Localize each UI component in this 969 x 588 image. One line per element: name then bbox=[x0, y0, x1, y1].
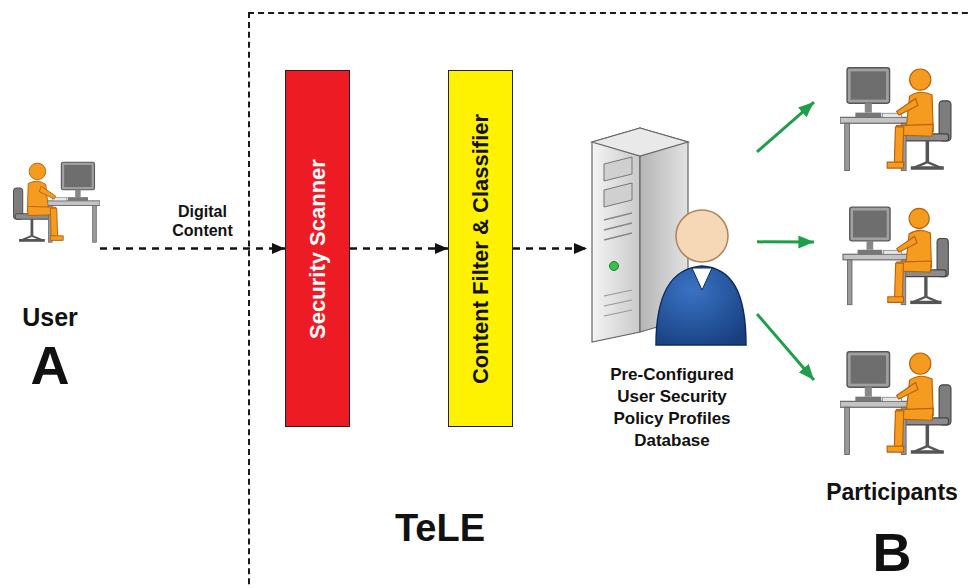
participant-figures bbox=[840, 352, 951, 455]
server-icon bbox=[604, 183, 632, 207]
user-a-figure bbox=[14, 162, 100, 242]
participant-figures bbox=[843, 207, 948, 304]
edge-label: Digital Content bbox=[161, 202, 245, 240]
participant-figures bbox=[843, 207, 948, 304]
participant-figures bbox=[840, 352, 951, 455]
database-label: Pre-Configured User Security Policy Prof… bbox=[597, 364, 747, 452]
server-icon bbox=[604, 223, 632, 230]
server-icon bbox=[592, 128, 746, 345]
server-icon bbox=[604, 310, 632, 316]
delivery-arrow bbox=[757, 314, 814, 380]
delivery-arrow bbox=[757, 102, 814, 152]
flow-arrow bbox=[513, 247, 587, 250]
user-a-figure bbox=[14, 162, 100, 242]
component-label: Content Filter & Classifier bbox=[468, 113, 494, 383]
user-node: UserA bbox=[0, 150, 100, 400]
scanner-bar: Security Scanner bbox=[285, 70, 350, 427]
server-icon bbox=[604, 290, 632, 296]
server-icon bbox=[692, 268, 712, 290]
actor-name: User bbox=[0, 302, 100, 332]
participant-figures bbox=[840, 68, 951, 171]
flow-arrow bbox=[350, 247, 448, 250]
flow-arrow bbox=[100, 247, 285, 250]
system-name: TeLE bbox=[380, 506, 500, 552]
server-icon bbox=[592, 128, 688, 156]
actor-letter: A bbox=[0, 338, 100, 392]
server-icon bbox=[610, 262, 619, 271]
server-icon bbox=[604, 300, 632, 306]
server-icon bbox=[656, 266, 746, 345]
component-label: Security Scanner bbox=[305, 159, 331, 339]
database-server: Pre-Configured User Security Policy Prof… bbox=[587, 112, 757, 462]
participants-group: ParticipantsB bbox=[814, 47, 969, 588]
server-icon bbox=[592, 128, 640, 342]
server-icon bbox=[676, 210, 728, 262]
filter-bar: Content Filter & Classifier bbox=[448, 70, 513, 427]
group-letter: B bbox=[814, 525, 969, 579]
delivery-arrow bbox=[757, 240, 814, 243]
system-boundary: TeLE Security Scanner Content Filter & Cla… bbox=[248, 12, 969, 588]
participant-figures bbox=[840, 68, 951, 171]
participant-figures bbox=[840, 68, 951, 455]
server-icon bbox=[604, 233, 632, 240]
group-name: Participants bbox=[814, 479, 969, 507]
server-icon bbox=[604, 157, 632, 181]
server-icon bbox=[604, 213, 632, 220]
